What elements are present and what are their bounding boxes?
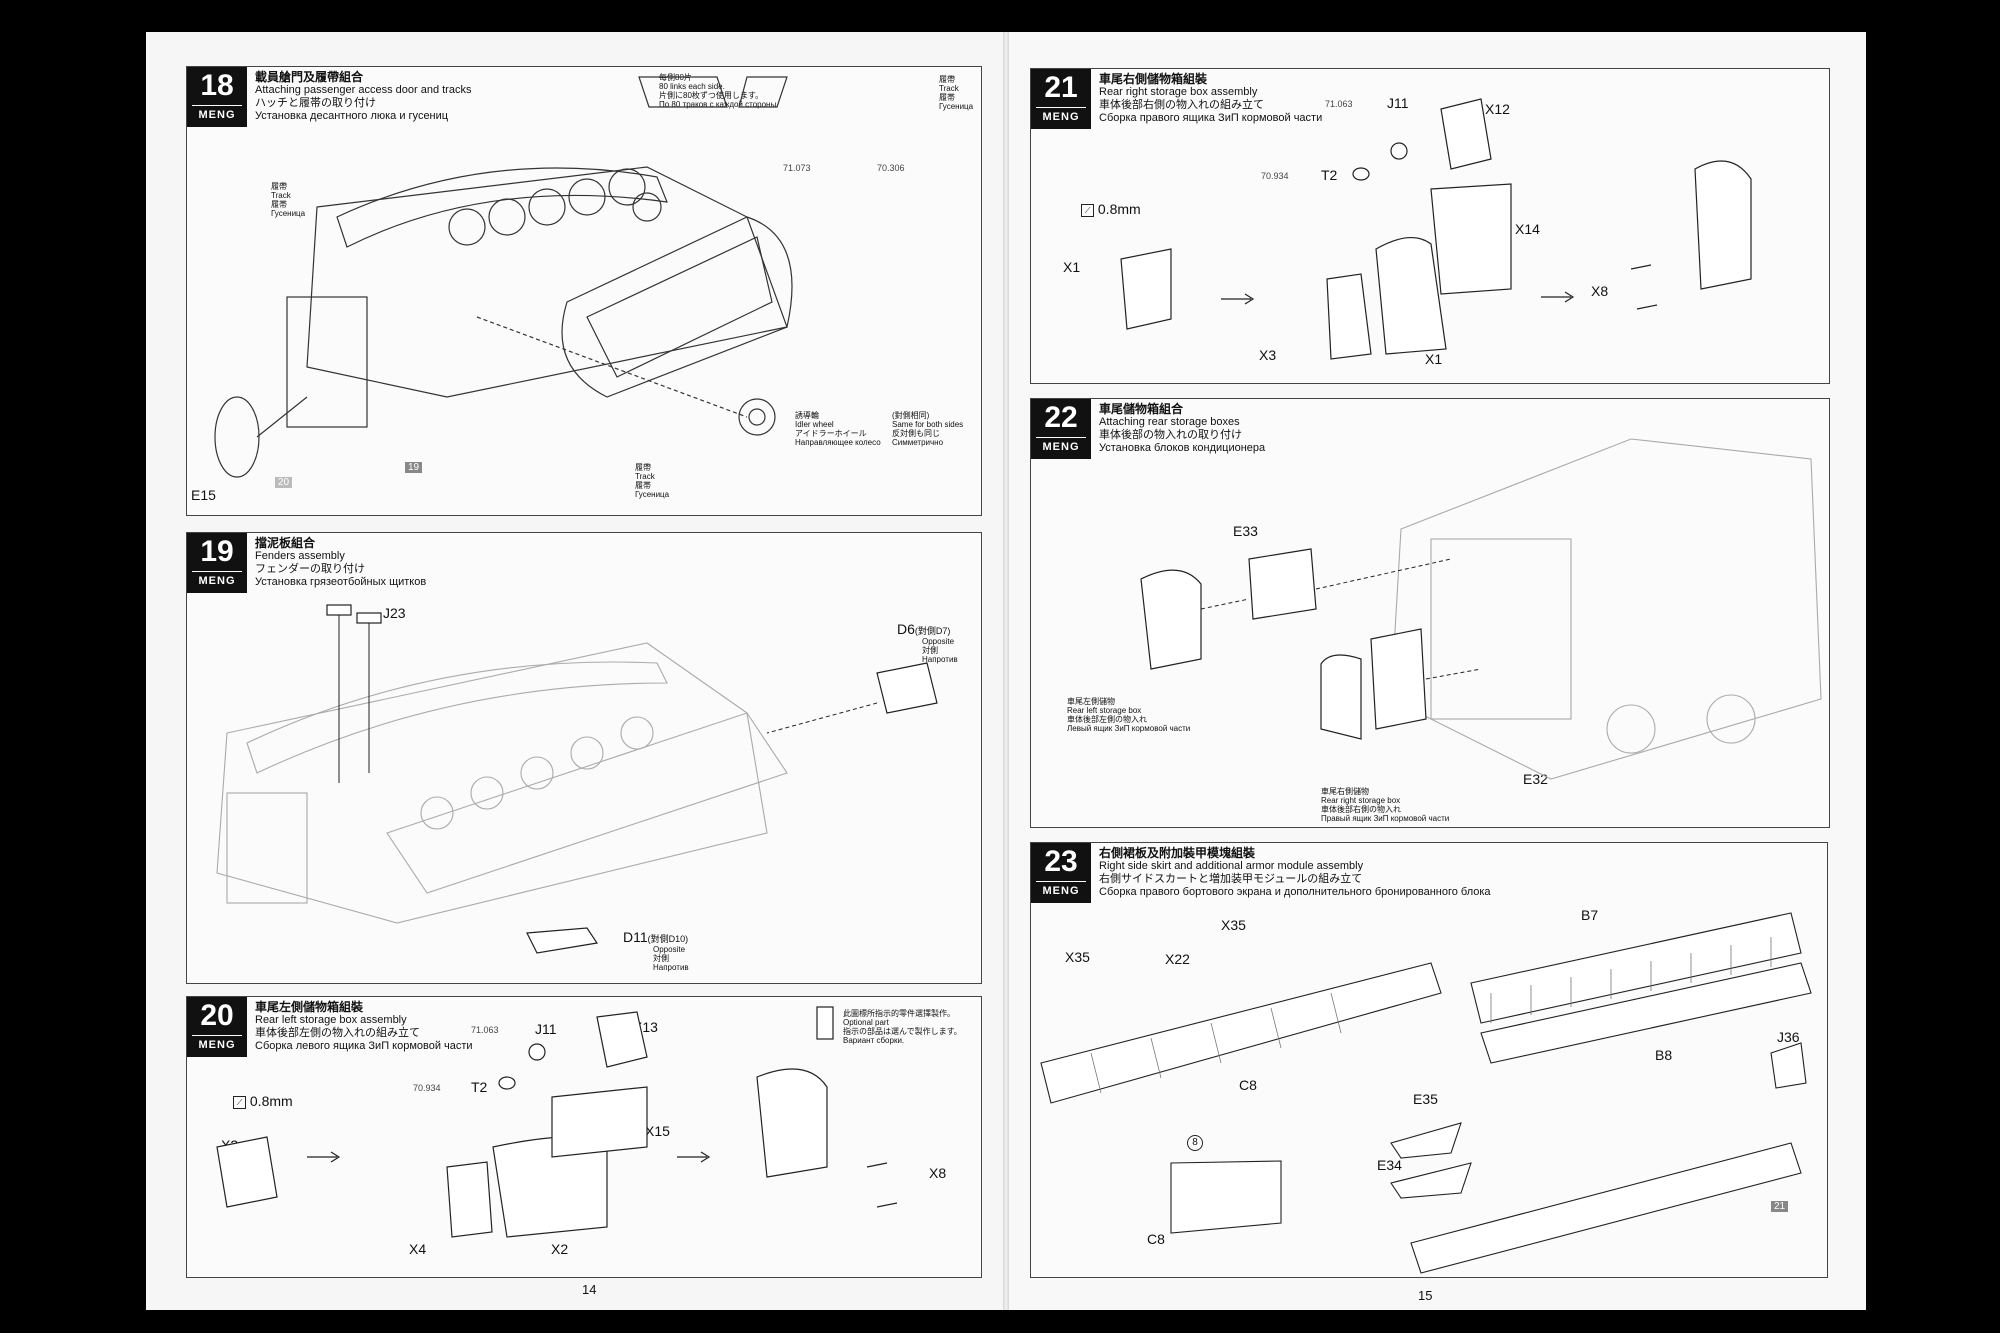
paint-code: 70.934 — [1261, 171, 1289, 181]
rear-boxes-drawing — [1140, 438, 1822, 780]
step-ref-badge: 21 — [1771, 1201, 1789, 1212]
part-label: J11 — [535, 1021, 557, 1037]
part-label: E32 — [1523, 771, 1548, 787]
part-label: J36 — [1777, 1029, 1800, 1045]
part-label: X15 — [645, 1123, 670, 1139]
part-label: X14 — [1515, 221, 1540, 237]
paint-code: 70.306 — [877, 163, 905, 173]
part-label: C8 — [1147, 1231, 1165, 1247]
part-label: J11 — [1387, 95, 1409, 111]
wire-thickness-label: ⟋ 0.8mm — [233, 1093, 293, 1109]
part-label: D11(對側D10) — [623, 929, 689, 945]
part-label: B8 — [1655, 1047, 1673, 1063]
part-label: X4 — [409, 1241, 427, 1257]
side-skirt-drawing — [1040, 912, 1812, 1274]
part-label: X8 — [1591, 283, 1609, 299]
fenders-drawing — [216, 604, 938, 954]
part-label: E34 — [1377, 1157, 1402, 1173]
part-label: E35 — [1413, 1091, 1438, 1107]
part-label: X1 — [1425, 351, 1443, 367]
step-ref-badge: 19 — [405, 462, 423, 473]
step-ref-circle: 8 — [1187, 1135, 1203, 1151]
track-assembly-drawing — [214, 76, 793, 478]
part-label: B7 — [1581, 907, 1599, 923]
part-label: T2 — [1321, 167, 1338, 183]
part-label: X35 — [1065, 949, 1090, 965]
page-number: 14 — [582, 1282, 597, 1297]
step-ref-badge: 20 — [275, 477, 293, 488]
part-label: X3 — [1259, 347, 1277, 363]
paint-code: 71.073 — [783, 163, 811, 173]
wire-icon: ⟋ — [1081, 203, 1094, 217]
paint-code: 71.063 — [1325, 99, 1353, 109]
wire-thickness-label: ⟋ 0.8mm — [1081, 201, 1141, 217]
right-storage-box-drawing — [1120, 98, 1752, 360]
part-label: X22 — [1165, 951, 1190, 967]
part-label: E15 — [191, 487, 216, 503]
left-storage-box-drawing — [216, 1006, 898, 1238]
paint-code: 70.934 — [413, 1083, 441, 1093]
part-label: X2 — [551, 1241, 569, 1257]
page-number: 15 — [1418, 1288, 1433, 1303]
part-label: D6(對側D7) — [897, 621, 951, 637]
book-spine — [1003, 32, 1009, 1310]
paint-code: 71.063 — [471, 1025, 499, 1035]
part-label: X8 — [929, 1165, 947, 1181]
part-label: X35 — [1221, 917, 1246, 933]
part-label: X1 — [1063, 259, 1081, 275]
part-label: X12 — [1485, 101, 1510, 117]
part-label: T2 — [471, 1079, 488, 1095]
part-label: C8 — [1239, 1077, 1257, 1093]
part-label: E33 — [1233, 523, 1258, 539]
wire-icon: ⟋ — [233, 1095, 246, 1109]
part-label: J23 — [383, 605, 406, 621]
